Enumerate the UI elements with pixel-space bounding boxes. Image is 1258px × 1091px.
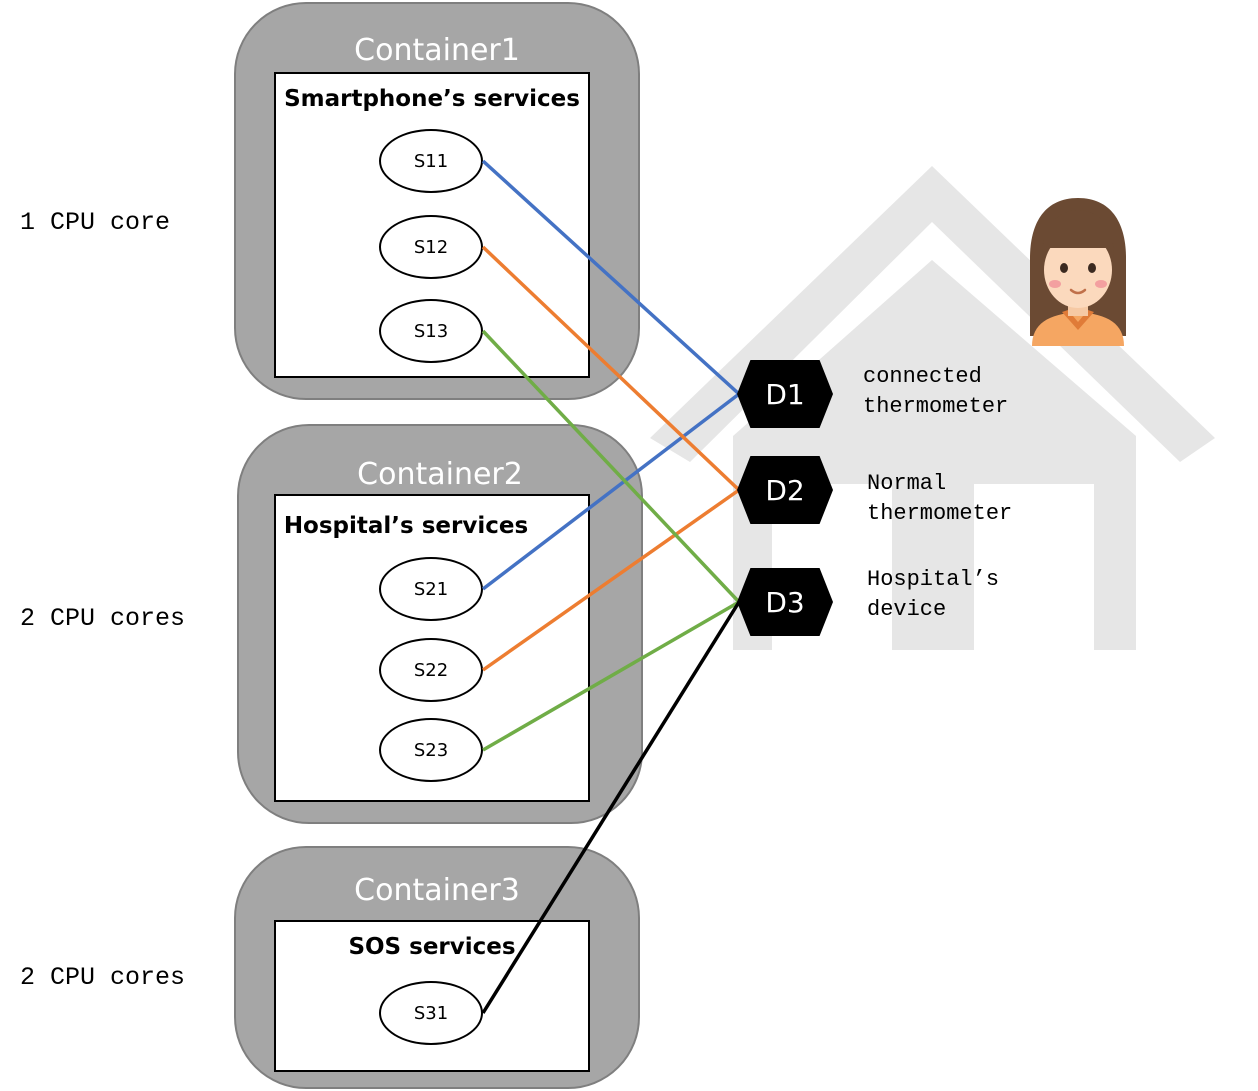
service-s12[interactable]: S12	[379, 215, 483, 279]
device-d2-desc-line2: thermometer	[867, 501, 1013, 526]
cpu-label-container-1: 1 CPU core	[20, 208, 171, 237]
device-d2[interactable]: D2	[737, 456, 833, 524]
device-d3-desc-line1: Hospital’s	[867, 567, 1000, 592]
service-s13[interactable]: S13	[379, 299, 483, 363]
device-d1-description: connected thermometer	[863, 362, 1008, 422]
container-2: Container2 Hospital’s services S21 S22 S…	[237, 424, 643, 824]
device-d1[interactable]: D1	[737, 360, 833, 428]
service-s31[interactable]: S31	[379, 981, 483, 1045]
cpu-label-container-3: 2 CPU cores	[20, 963, 186, 992]
device-d1-desc-line1: connected	[863, 364, 982, 389]
container-3: Container3 SOS services S31	[234, 846, 640, 1089]
service-s11[interactable]: S11	[379, 129, 483, 193]
avatar-eye-left	[1060, 263, 1068, 273]
house-body	[733, 260, 1136, 650]
avatar-bangs-fringe	[1044, 230, 1112, 248]
user-avatar-icon	[1030, 198, 1126, 346]
hospital-services-box: Hospital’s services S21 S22 S23	[274, 494, 590, 802]
device-d3-desc-line2: device	[867, 597, 947, 622]
container-1: Container1 Smartphone’s services S11 S12…	[234, 2, 640, 400]
avatar-cheek-left	[1049, 280, 1061, 288]
avatar-eye-right	[1088, 263, 1096, 273]
service-s21[interactable]: S21	[379, 557, 483, 621]
device-d2-description: Normal thermometer	[867, 469, 1012, 529]
sos-services-title: SOS services	[348, 934, 516, 960]
cpu-label-container-2: 2 CPU cores	[20, 604, 186, 633]
avatar-face	[1044, 232, 1112, 308]
device-d1-desc-line2: thermometer	[863, 394, 1009, 419]
sos-services-box: SOS services S31	[274, 920, 590, 1072]
device-d2-desc-line1: Normal	[867, 471, 947, 496]
service-s23[interactable]: S23	[379, 718, 483, 782]
smartphone-services-title: Smartphone’s services	[284, 86, 580, 112]
avatar-bangs	[1042, 210, 1114, 258]
container-2-title: Container2	[357, 457, 523, 492]
device-d3-description: Hospital’s device	[867, 565, 999, 625]
service-s22[interactable]: S22	[379, 638, 483, 702]
device-d3[interactable]: D3	[737, 568, 833, 636]
smartphone-services-box: Smartphone’s services S11 S12 S13	[274, 72, 590, 378]
avatar-mouth	[1069, 288, 1087, 295]
container-1-title: Container1	[354, 33, 520, 68]
avatar-cheek-right	[1095, 280, 1107, 288]
hospital-services-title: Hospital’s services	[283, 513, 529, 539]
container-3-title: Container3	[354, 873, 520, 908]
